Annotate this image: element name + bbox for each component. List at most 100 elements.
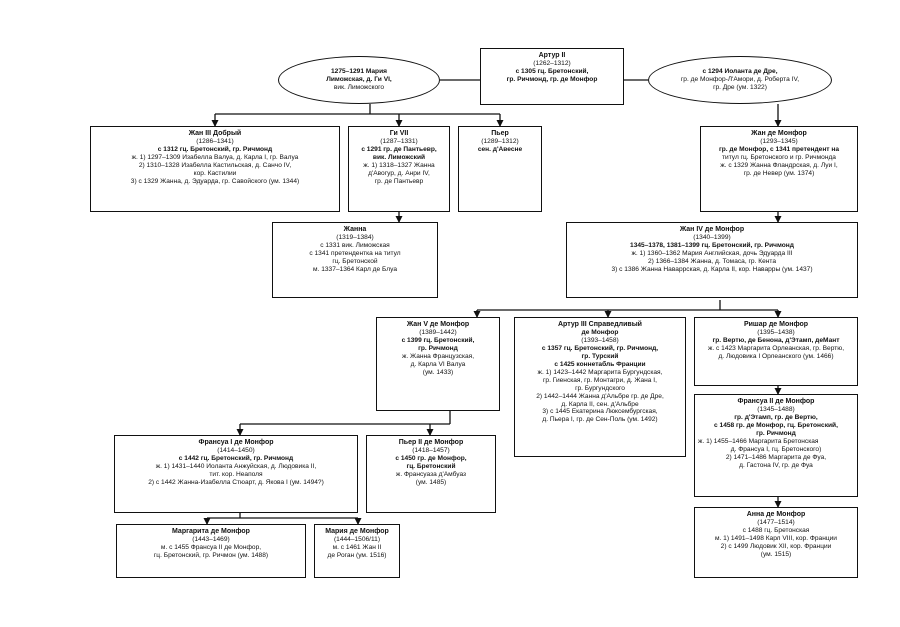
info-line: 3) с 1386 Жанна Наваррская, д. Карла II,… [611, 266, 813, 274]
info-line: гр. Ричмонд, гр. де Монфор [506, 76, 598, 84]
info-line: с 1425 коннетабль Франции [554, 361, 646, 369]
info-line: (1395–1438) [757, 329, 795, 337]
info-line: с 1305 гц. Бретонский, [515, 68, 589, 76]
info-line: гц. Бретонский, гр. Ричмон (ум. 1488) [153, 552, 269, 560]
info-line: с 1488 гц. Бретонская [742, 527, 810, 535]
info-line: 2) с 1442 Жанна-Изабелла Стюарт, д. Яков… [148, 479, 324, 487]
node-francois2: Франсуа II де Монфор(1345–1488)гр. д'Эта… [694, 394, 858, 497]
info-line: кор. Кастилии [193, 170, 237, 178]
info-line: (ум. 1433) [422, 368, 454, 376]
person-name: Жан IV де Монфор [679, 226, 745, 233]
info-line: гр. Ричмонд [756, 430, 796, 438]
info-line: де Роган (ум. 1516) [327, 552, 387, 560]
info-line: д. Карла VI Валуа [410, 361, 466, 369]
info-line: с 1458 гр. де Монфор, гц. Бретонский, [714, 422, 838, 430]
info-line: (1418–1457) [412, 447, 450, 455]
info-line: д'Авогур, д. Анри IV, [368, 170, 430, 178]
info-line: д. Карла II, сен. д'Альбре [561, 400, 639, 408]
info-line: (ум. 1485) [415, 479, 447, 487]
person-name: Ришар де Монфор [743, 321, 809, 328]
node-artur2: Артур II(1262–1312)с 1305 гц. Бретонский… [480, 48, 624, 105]
info-line: (1319–1384) [336, 234, 374, 242]
info-line: (1477–1514) [757, 519, 795, 527]
info-line: (1293–1345) [760, 138, 798, 146]
info-line: с 1331 вик. Лиможская [320, 242, 390, 250]
info-line: с 1312 гц. Бретонский, гр. Ричмонд [157, 146, 273, 154]
info-line: м. 1) 1491–1498 Карл VIII, кор. Франции [714, 535, 837, 543]
node-margarita: Маргарита де Монфор(1443–1469)м. с 1455 … [116, 524, 306, 578]
info-line: гр. де Монфор, с 1341 претендент на [718, 146, 840, 154]
node-jean5: Жан V де Монфор(1389–1442)с 1399 гц. Бре… [376, 317, 500, 411]
info-line: гц. Бретонской [332, 258, 378, 266]
node-richard: Ришар де Монфор(1395–1438)гр. Вертю, де … [694, 317, 858, 386]
person-name: Жан III Добрый [188, 130, 242, 137]
info-line: ж. Франсуаза д'Амбуаз [395, 471, 467, 479]
person-name: Жан де Монфор [751, 130, 807, 137]
info-line: д. Людовика I Орлеанского (ум. 1466) [718, 353, 834, 361]
info-line: (1286–1341) [196, 138, 234, 146]
info-line: (1444–1506/11) [333, 536, 381, 544]
info-line: с 1341 претендентка на титул [309, 250, 401, 258]
info-line: д. Франсуа I, гц. Бретонского) [730, 445, 822, 453]
info-line: с 1450 гр. де Монфор, [395, 455, 467, 463]
info-line: с 1399 гц. Бретонский, [401, 337, 475, 345]
info-line: м. с 1455 Франсуа II де Монфор, [160, 544, 262, 552]
info-line: с 1442 гц. Бретонский, гр. Ричмонд [178, 455, 294, 463]
info-line: гр. Гиенская, гр. Монтагри, д. Жана I, [543, 376, 657, 384]
info-line: гр. Турский [581, 353, 619, 361]
node-jeanmontfort: Жан де Монфор(1293–1345)гр. де Монфор, с… [700, 126, 858, 212]
info-line: гр. Ричмонд [418, 345, 458, 353]
info-line: (ум. 1515) [760, 551, 792, 559]
info-line: гр. де Невер (ум. 1374) [743, 170, 815, 178]
info-line: гр. де Монфор-Л'Амори, д. Роберта IV, [680, 76, 800, 84]
person-name: Франсуа I де Монфор [198, 439, 274, 446]
info-line: (1287–1331) [380, 138, 418, 146]
person-name: Артур III Справедливый [558, 321, 642, 328]
info-line: м. 1337–1364 Карл де Блуа [313, 266, 397, 274]
person-name: Жанна [343, 226, 367, 233]
info-line: 2) 1471–1486 Маргарита де Фуа, [725, 453, 827, 461]
info-line: ж. 1) 1297–1309 Изабелла Валуа, д. Карла… [131, 154, 299, 162]
info-line: 2) с 1499 Людовик XII, кор. Франции [720, 543, 832, 551]
person-name: Ги VII [389, 130, 409, 137]
person-name: Маргарита де Монфор [172, 528, 250, 535]
info-line: гр. Бургундского [575, 384, 625, 392]
info-line: 3) с 1329 Жанна, д. Эдуарда, гр. Савойск… [130, 177, 300, 185]
node-iolanta: с 1294 Иоланта де Дре,гр. де Монфор-Л'Ам… [648, 56, 832, 104]
info-line: Лиможская, д. Ги VI, [326, 76, 392, 84]
node-jean3: Жан III Добрый(1286–1341)с 1312 гц. Брет… [90, 126, 340, 212]
node-francois1: Франсуа I де Монфор(1414–1450)с 1442 гц.… [114, 435, 358, 513]
info-line: (1443–1469) [192, 536, 230, 544]
info-line: ж. Жанна Французская, [401, 353, 475, 361]
info-line: де Монфор [581, 329, 619, 337]
info-line: ж. 1) 1423–1442 Маргарита Бургундская, [537, 368, 663, 376]
info-line: м. с 1461 Жан II [332, 544, 382, 552]
info-line: ж. с 1423 Маргарита Орлеанская, гр. Верт… [707, 345, 845, 353]
info-line: с 1357 гц. Бретонский, гр. Ричмонд, [541, 345, 659, 353]
info-line: гц. Бретонский [406, 463, 456, 471]
info-line: гр. де Пантьевр [374, 177, 424, 185]
info-line: тит. кор. Неаполя [209, 471, 263, 479]
info-line: (1393–1458) [581, 337, 619, 345]
info-line: д. Гастона IV, гр. де Фуа [739, 461, 813, 469]
info-line: 2) 1310–1328 Изабелла Кастильская, д. Са… [138, 162, 292, 170]
info-line: ж. 1) 1431–1440 Иоланта Анжуйская, д. Лю… [155, 463, 317, 471]
person-name: Мария де Монфор [325, 528, 389, 535]
info-line: ж. 1) 1318–1327 Жанна [363, 162, 435, 170]
person-name: Жан V де Монфор [406, 321, 470, 328]
node-pierre: Пьер(1289–1312)сен. д'Авесне [458, 126, 542, 212]
info-line: (1262–1312) [533, 60, 571, 68]
info-line: гр. Вертю, де Бенона, д'Этамп, деМант [712, 337, 840, 345]
info-line: (1414–1450) [217, 447, 255, 455]
node-pierre2: Пьер II де Монфор(1418–1457)с 1450 гр. д… [366, 435, 496, 513]
info-line: (1345–1488) [757, 406, 795, 414]
node-gui7: Ги VII(1287–1331)с 1291 гр. де Пантьевр,… [348, 126, 450, 212]
person-name: Артур II [538, 52, 566, 59]
info-line: гр. д'Этамп, гр. де Вертю, [734, 414, 818, 422]
info-line: ж. 1) 1360–1362 Мария Английская, дочь Э… [631, 250, 793, 258]
info-line: д. Пьера I, гр. де Сен-Поль (ум. 1492) [542, 416, 658, 424]
info-line: (1389–1442) [419, 329, 457, 337]
info-line: 2) 1442–1444 Жанна д'Альбре гр. де Дре, [536, 392, 664, 400]
